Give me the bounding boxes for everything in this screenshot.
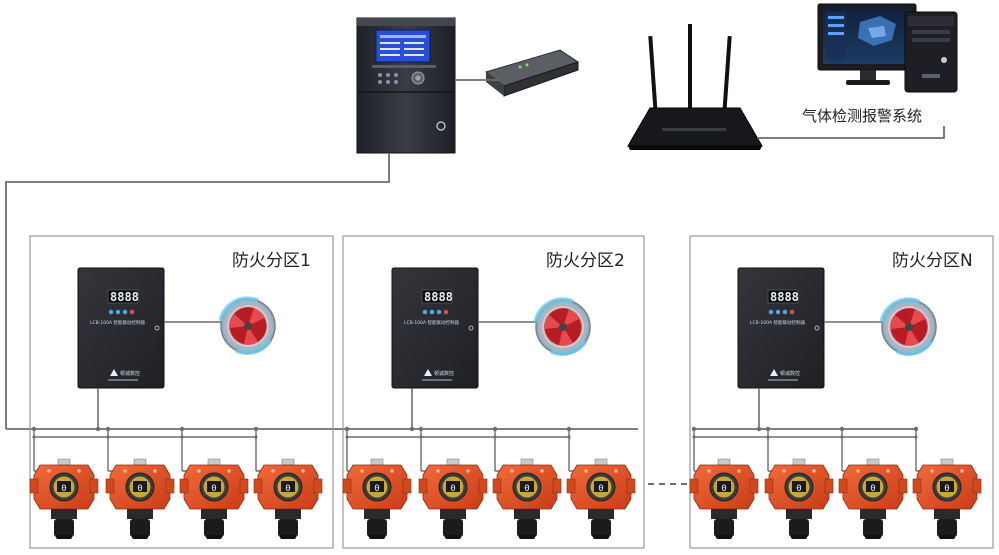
monitoring-system-label: 气体检测报警系统 (802, 107, 922, 125)
controller-button (768, 309, 774, 315)
controller-digit-display: 8888 (770, 290, 799, 304)
detector-display: 0 (285, 484, 290, 494)
controller-button (443, 309, 449, 315)
gas-detector: 0 (912, 458, 982, 540)
controller-button (775, 309, 781, 315)
gas-detector: 0 (29, 458, 99, 540)
exhaust-fan (882, 300, 936, 354)
controller-brand-label: 顿诚数控 (780, 370, 800, 377)
controller-digit-display: 8888 (110, 290, 139, 304)
detector-display: 0 (211, 484, 216, 494)
gas-detector: 0 (179, 458, 249, 540)
zone-label: 防火分区1 (232, 251, 311, 271)
detector-display: 0 (450, 484, 455, 494)
controller-button (782, 309, 788, 315)
controller-button (436, 309, 442, 315)
controller-button (108, 309, 114, 315)
main-alarm-controller-panel (356, 17, 456, 154)
gas-detector: 0 (105, 458, 175, 540)
controller-model-label: LCB-100A 智能联动控制器 (90, 319, 145, 326)
gas-detector: 0 (253, 458, 323, 540)
controller-model-label: LCB-100A 智能联动控制器 (750, 319, 805, 326)
controller-button (129, 309, 135, 315)
router-to-computer-line (757, 126, 945, 139)
panel-to-bus-line (5, 153, 390, 429)
controller-button (429, 309, 435, 315)
detector-display: 0 (870, 484, 875, 494)
controller-button (422, 309, 428, 315)
detector-display: 0 (598, 484, 603, 494)
detector-display: 0 (721, 484, 726, 494)
exhaust-fan (221, 299, 275, 353)
gas-detector: 0 (566, 458, 636, 540)
exhaust-fan (536, 300, 590, 354)
zone-border (689, 235, 994, 549)
detector-display: 0 (944, 484, 949, 494)
controller-button (122, 309, 128, 315)
wireless-router (627, 24, 763, 150)
detector-display: 0 (374, 484, 379, 494)
connection-lines (5, 79, 945, 485)
gas-detector: 0 (418, 458, 488, 540)
monitoring-computer (817, 3, 958, 93)
gas-detector: 0 (764, 458, 834, 540)
zone-label: 防火分区2 (546, 251, 625, 271)
communication-module (484, 49, 580, 97)
controller-model-label: LCB-100A 智能联动控制器 (404, 319, 459, 326)
controller-button (789, 309, 795, 315)
gas-detector: 0 (342, 458, 412, 540)
detector-display: 0 (61, 484, 66, 494)
gas-detector: 0 (689, 458, 759, 540)
controller-digit-display: 8888 (424, 290, 453, 304)
detector-display: 0 (524, 484, 529, 494)
gas-detector: 0 (492, 458, 562, 540)
detector-display: 0 (137, 484, 142, 494)
controller-brand-label: 顿诚数控 (120, 370, 140, 377)
detector-display: 0 (796, 484, 801, 494)
controller-button (115, 309, 121, 315)
gas-detector: 0 (838, 458, 908, 540)
zone-border (29, 235, 334, 549)
controller-brand-label: 顿诚数控 (434, 370, 454, 377)
zone-border (342, 235, 645, 549)
zone-label: 防火分区N (892, 251, 973, 271)
